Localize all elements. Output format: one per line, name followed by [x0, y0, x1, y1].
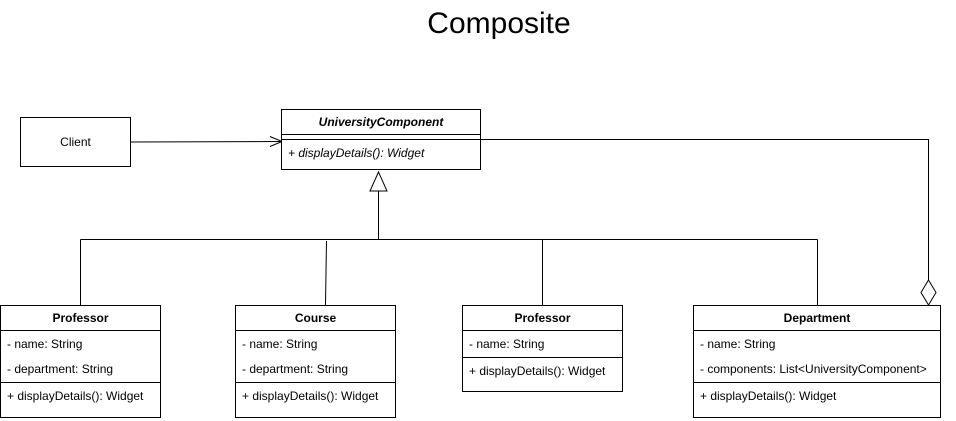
university-component-operations: + displayDetails(): Widget: [282, 140, 480, 166]
course-class-name: Course: [236, 306, 395, 331]
course-operations: + displayDetails(): Widget: [236, 383, 395, 409]
department-operations: + displayDetails(): Widget: [694, 383, 940, 409]
university-component-class[interactable]: UniversityComponent + displayDetails(): …: [281, 109, 481, 170]
university-component-operation: + displayDetails(): Widget: [288, 146, 425, 160]
professor-class-name: Professor: [1, 306, 160, 331]
aggregation-line: [481, 139, 929, 280]
department-attribute-name: - name: String: [700, 337, 776, 351]
course-attribute-department: - department: String: [242, 362, 349, 376]
client-label: Client: [60, 135, 91, 149]
university-component-name: UniversityComponent: [282, 110, 480, 135]
course-class[interactable]: Course - name: String - department: Stri…: [235, 305, 396, 418]
professor-2-class-name: Professor: [463, 306, 622, 331]
client-association-line: [130, 141, 283, 143]
generalization-drop-course: [325, 240, 327, 306]
department-class-name: Department: [694, 306, 940, 331]
professor-attribute-name: - name: String: [7, 337, 83, 351]
professor-2-attribute-name: - name: String: [469, 337, 545, 351]
course-operation-display-details: + displayDetails(): Widget: [242, 389, 379, 403]
professor-operations: + displayDetails(): Widget: [1, 383, 160, 409]
university-component-attributes-separator: [282, 135, 480, 140]
professor-2-attributes: - name: String: [463, 331, 622, 358]
department-attributes: - name: String - components: List<Univer…: [694, 331, 940, 383]
aggregation-diamond: [920, 279, 937, 306]
department-class[interactable]: Department - name: String - components: …: [693, 305, 941, 418]
professor-class-2[interactable]: Professor - name: String + displayDetail…: [462, 305, 623, 392]
department-attribute-components: - components: List<UniversityComponent>: [700, 362, 927, 376]
generalization-triangle: [369, 170, 388, 192]
client-box[interactable]: Client: [20, 117, 131, 167]
professor-operation-display-details: + displayDetails(): Widget: [7, 389, 144, 403]
course-attribute-name: - name: String: [242, 337, 318, 351]
department-operation-display-details: + displayDetails(): Widget: [700, 389, 837, 403]
professor-2-operations: + displayDetails(): Widget: [463, 358, 622, 384]
professor-class[interactable]: Professor - name: String - department: S…: [0, 305, 161, 418]
professor-attributes: - name: String - department: String: [1, 331, 160, 383]
professor-2-operation-display-details: + displayDetails(): Widget: [469, 364, 606, 378]
course-attributes: - name: String - department: String: [236, 331, 395, 383]
diagram-title: Composite: [427, 7, 571, 40]
professor-attribute-department: - department: String: [7, 362, 114, 376]
